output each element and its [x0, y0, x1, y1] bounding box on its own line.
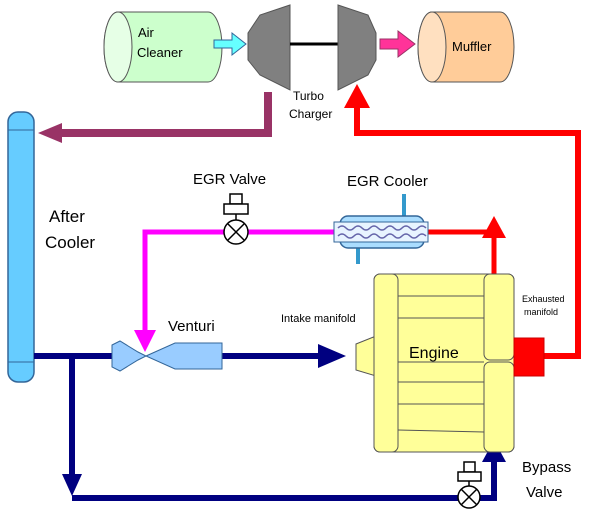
egr-valve-label: EGR Valve	[193, 171, 266, 188]
bypass-valve-label-1: Bypass	[522, 459, 571, 476]
after-cooler-label-1: After	[49, 207, 85, 226]
egr-cooler-coil-icon	[337, 225, 427, 239]
turbo-charger-label-2: Charger	[289, 107, 332, 121]
egr-hot-gas-line	[424, 216, 506, 274]
egr-cooler: EGR Cooler	[333, 173, 429, 264]
egr-valve: EGR Valve	[193, 171, 266, 245]
exhaust-to-turbine-line	[344, 84, 581, 359]
egr-line	[134, 229, 340, 352]
egr-valve-icon	[223, 219, 249, 245]
bypass-valve: Bypass Valve	[457, 459, 571, 509]
air-cleaner: Air Cleaner	[103, 11, 223, 83]
air-intake-arrow	[213, 31, 247, 57]
bypass-valve-icon	[457, 485, 481, 509]
exhaust-to-muffler-arrow	[379, 29, 416, 59]
air-cleaner-label-2: Cleaner	[137, 45, 183, 60]
air-cleaner-label-1: Air	[138, 25, 155, 40]
turbo-charger-label-1: Turbo	[293, 89, 324, 103]
egr-cooler-label: EGR Cooler	[347, 173, 428, 190]
engine-label: Engine	[409, 345, 459, 362]
venturi: Venturi	[111, 318, 223, 372]
muffler: Muffler	[417, 11, 515, 83]
venturi-label: Venturi	[168, 318, 215, 335]
compressed-air-line	[38, 92, 272, 143]
bypass-valve-label-2: Valve	[526, 484, 562, 501]
muffler-label: Muffler	[452, 39, 492, 54]
after-cooler-label-2: Cooler	[45, 233, 95, 252]
turbo-charger: Turbo Charger	[247, 4, 377, 121]
exhausted-manifold-label-1: Exhausted	[522, 294, 565, 304]
after-cooler: After Cooler	[7, 111, 95, 383]
intake-manifold-label: Intake manifold	[281, 313, 356, 325]
engine: Intake manifold Engine Exhausted manifol…	[281, 273, 565, 453]
exhausted-manifold-label-2: manifold	[524, 307, 558, 317]
